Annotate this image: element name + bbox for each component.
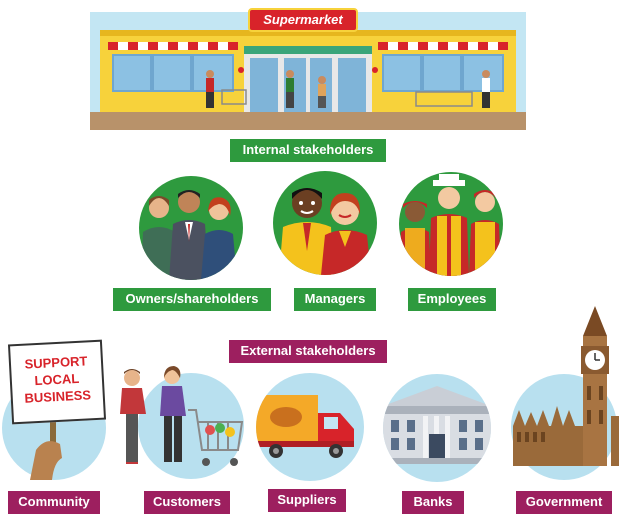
employees-label: Employees — [408, 288, 496, 311]
customers-label: Customers — [144, 491, 230, 514]
protest-sign-line3: BUSINESS — [24, 387, 92, 406]
owners-icon — [141, 190, 237, 280]
banks-label: Banks — [402, 491, 464, 514]
community-icon — [30, 418, 62, 480]
suppliers-icon — [256, 395, 354, 458]
government-illustration — [511, 306, 619, 480]
store-sign-text: Supermarket — [263, 12, 343, 27]
customers-icon — [120, 366, 244, 466]
owners-label: Owners/shareholders — [113, 288, 271, 311]
government-label: Government — [516, 491, 612, 514]
suppliers-circle — [256, 373, 364, 481]
internal-stakeholders-heading: Internal stakeholders — [230, 139, 386, 162]
employees-icon — [399, 174, 501, 276]
external-stakeholders-heading: External stakeholders — [229, 340, 387, 363]
community-illustration — [2, 340, 122, 480]
customers-circle — [138, 373, 244, 479]
supermarket-illustration: Supermarket — [90, 8, 526, 130]
managers-label: Managers — [294, 288, 376, 311]
employees-circle — [399, 172, 503, 276]
protest-sign: SUPPORT LOCAL BUSINESS — [7, 339, 107, 425]
store-sign: Supermarket — [248, 8, 358, 32]
community-label: Community — [8, 491, 100, 514]
managers-circle — [273, 171, 377, 275]
government-icon — [513, 306, 619, 466]
customers-illustration — [116, 364, 246, 480]
banks-circle — [383, 374, 491, 482]
managers-icon — [279, 188, 371, 275]
supermarket-icon — [90, 12, 526, 130]
banks-icon — [383, 386, 491, 464]
suppliers-label: Suppliers — [268, 489, 346, 512]
owners-circle — [139, 176, 243, 280]
